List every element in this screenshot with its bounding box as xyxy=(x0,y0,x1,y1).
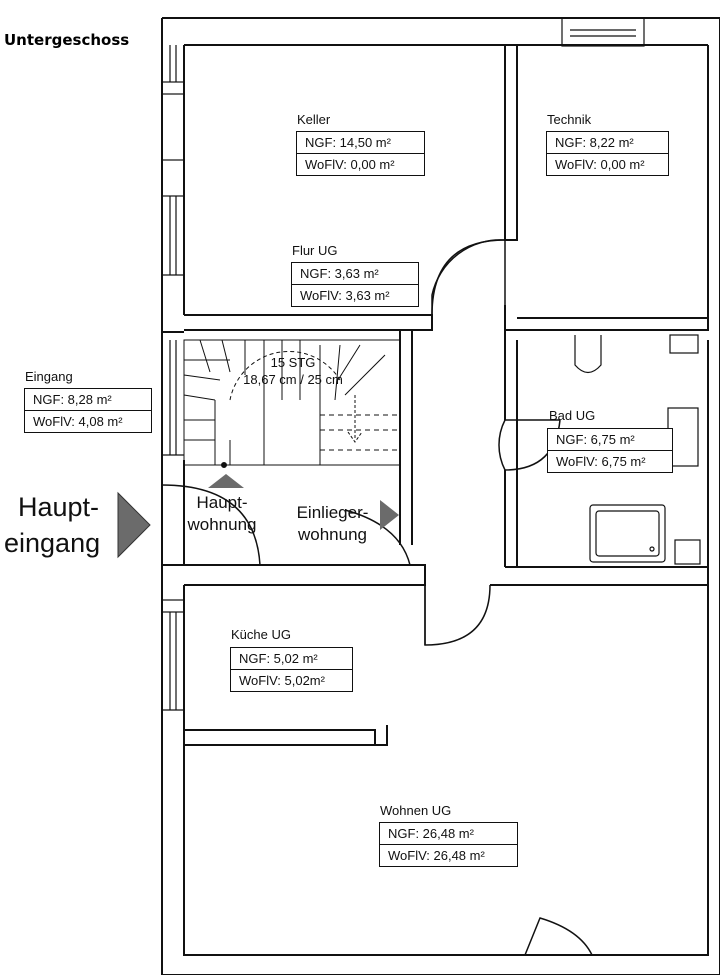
staircase xyxy=(183,339,401,468)
wofl-technik: WoFlV: 0,00 m² xyxy=(547,153,668,175)
stair-dims: 18,67 cm / 25 cm xyxy=(243,372,343,387)
apartment-label-haupt: Haupt- wohnung xyxy=(172,492,272,536)
wofl-bad: WoFlV: 6,75 m² xyxy=(548,450,672,472)
ngf-wohnen: NGF: 26,48 m² xyxy=(388,826,474,841)
room-name-eingang: Eingang xyxy=(25,369,73,384)
area-box-wohnen: NGF: 26,48 m² WoFlV: 26,48 m² xyxy=(379,822,518,867)
einlieger-line1: Einlieger- xyxy=(296,503,369,522)
ngf-flur: NGF: 3,63 m² xyxy=(300,266,379,281)
window-north xyxy=(561,17,645,47)
einlieger-line2: wohnung xyxy=(297,525,367,544)
haupt-line2: wohnung xyxy=(187,515,257,534)
area-box-technik: NGF: 8,22 m² WoFlV: 0,00 m² xyxy=(546,131,669,176)
apartment-label-einlieger: Einlieger- wohnung xyxy=(280,502,385,546)
window-eingang xyxy=(162,340,184,456)
area-box-bad: NGF: 6,75 m² WoFlV: 6,75 m² xyxy=(547,428,673,473)
haupt-line1: Haupt- xyxy=(196,493,248,512)
wofl-kueche: WoFlV: 5,02m² xyxy=(231,669,352,691)
room-name-technik: Technik xyxy=(547,112,592,127)
ngf-technik: NGF: 8,22 m² xyxy=(555,135,634,150)
ngf-keller: NGF: 14,50 m² xyxy=(305,135,391,150)
wofl-flur: WoFlV: 3,63 m² xyxy=(292,284,418,306)
wofl-eingang: WoFlV: 4,08 m² xyxy=(25,410,151,432)
area-box-keller: NGF: 14,50 m² WoFlV: 0,00 m² xyxy=(296,131,425,176)
window-west-1 xyxy=(161,45,185,276)
doors xyxy=(161,239,593,956)
entrance-label-line2: eingang xyxy=(4,528,101,558)
room-name-keller: Keller xyxy=(297,112,331,127)
area-box-eingang: NGF: 8,28 m² WoFlV: 4,08 m² xyxy=(24,388,152,433)
room-name-kueche: Küche UG xyxy=(231,627,291,642)
room-name-wohnen: Wohnen UG xyxy=(380,803,452,818)
wofl-keller: WoFlV: 0,00 m² xyxy=(297,153,424,175)
triangle-up-icon xyxy=(208,474,244,488)
window-kueche xyxy=(161,599,185,711)
ngf-eingang: NGF: 8,28 m² xyxy=(33,392,112,407)
room-name-flur: Flur UG xyxy=(292,243,338,258)
triangle-right-icon xyxy=(117,491,151,559)
stair-info: 15 STG 18,67 cm / 25 cm xyxy=(228,354,358,388)
wofl-wohnen: WoFlV: 26,48 m² xyxy=(380,844,517,866)
area-box-kueche: NGF: 5,02 m² WoFlV: 5,02m² xyxy=(230,647,353,692)
stair-steps: 15 STG xyxy=(270,355,316,370)
triangle-right-icon xyxy=(380,500,399,530)
area-box-flur: NGF: 3,63 m² WoFlV: 3,63 m² xyxy=(291,262,419,307)
floor-title: Untergeschoss xyxy=(4,31,130,49)
room-name-bad: Bad UG xyxy=(549,408,596,423)
ngf-kueche: NGF: 5,02 m² xyxy=(239,651,318,666)
entrance-label-line1: Haupt- xyxy=(18,492,100,522)
ngf-bad: NGF: 6,75 m² xyxy=(556,432,635,447)
